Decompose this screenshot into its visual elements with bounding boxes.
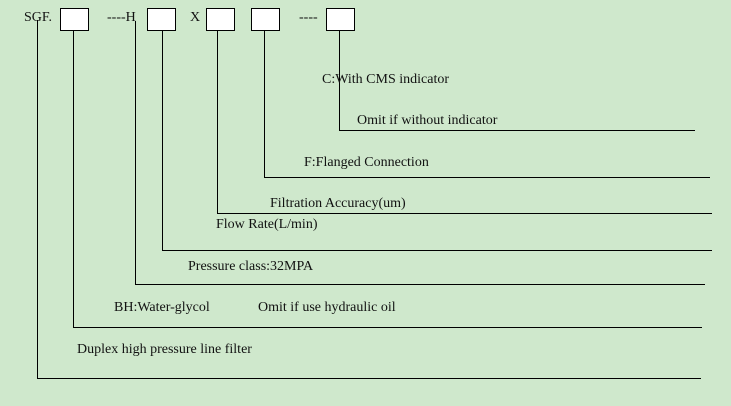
code-box-indicator [326,8,355,31]
label-flow-rate: Flow Rate(L/min) [216,217,318,232]
leader-pressure [135,21,136,285]
leader-connection [264,31,265,177]
code-separator-x: X [190,10,201,25]
underline-filtration [217,213,712,214]
underline-indicator [339,130,695,131]
leader-media [73,31,74,327]
label-filtration-accuracy: Filtration Accuracy(um) [270,196,406,211]
leader-filtration [217,31,218,213]
label-pressure-class: Pressure class:32MPA [188,259,314,274]
label-flanged-connection: F:Flanged Connection [304,155,429,170]
underline-flow-rate [162,250,712,251]
code-box-filtration [206,8,235,31]
label-omit-hydraulic-oil: Omit if use hydraulic oil [258,300,396,315]
label-cms-indicator: C:With CMS indicator [322,72,449,87]
code-box-flow-rate [147,8,176,31]
code-box-media [60,8,89,31]
underline-media [73,327,702,328]
code-separator-dash: ---- [299,10,318,25]
label-filter-type: Duplex high pressure line filter [77,342,252,357]
code-separator-h: ----H [107,10,136,25]
underline-connection [264,177,710,178]
leader-indicator [339,31,340,131]
code-box-connection [251,8,280,31]
underline-pressure [135,284,705,285]
label-omit-indicator: Omit if without indicator [357,113,498,128]
underline-filter-type [37,378,701,379]
leader-filter-type [37,20,38,378]
leader-flow-rate [162,31,163,250]
label-water-glycol: BH:Water-glycol [114,300,210,315]
code-prefix: SGF. [24,10,53,25]
